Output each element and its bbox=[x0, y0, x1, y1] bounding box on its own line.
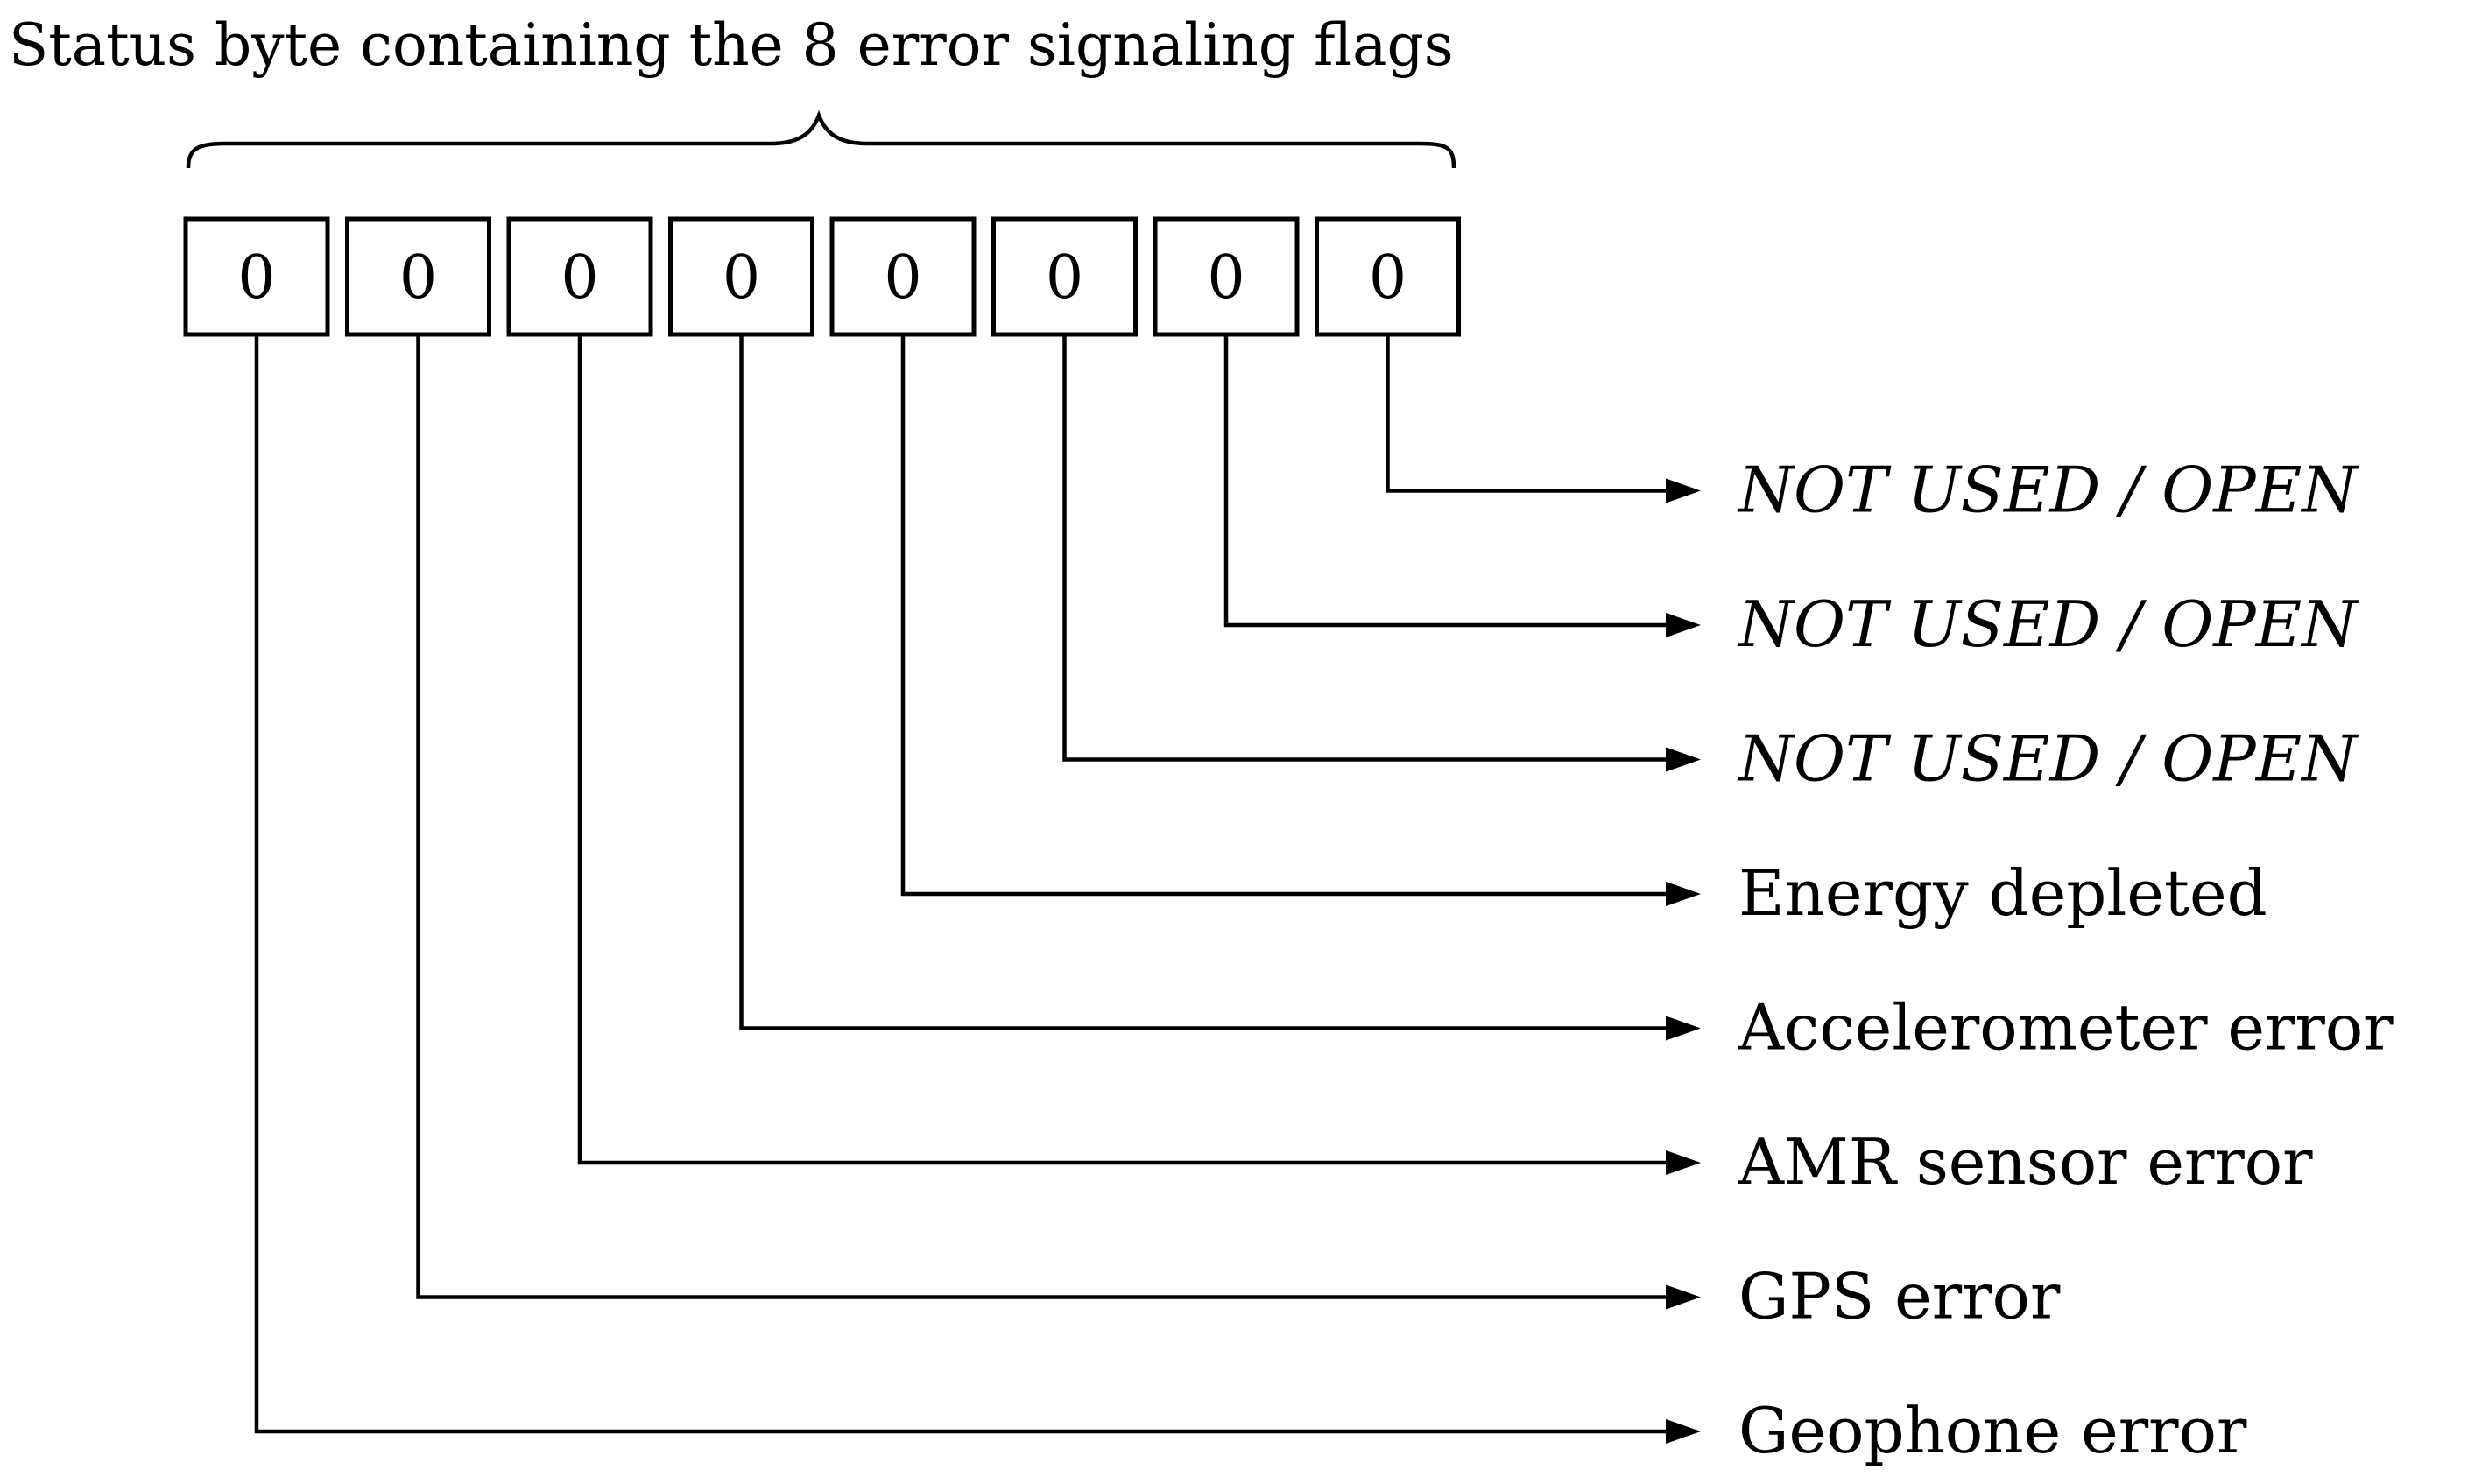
bit-value-5: 0 bbox=[1046, 243, 1083, 313]
arrowhead-3 bbox=[1666, 1016, 1701, 1041]
bit-value-2: 0 bbox=[561, 243, 598, 313]
connector-line-0 bbox=[254, 334, 1669, 1434]
flag-label-1: GPS error bbox=[1738, 1260, 2061, 1333]
brace bbox=[186, 109, 1456, 169]
bit-boxes: 0 0 0 0 0 0 0 0 bbox=[183, 216, 1461, 337]
arrowhead-2 bbox=[1666, 1150, 1701, 1175]
bit-value-6: 0 bbox=[1207, 243, 1245, 313]
bit-value-0: 0 bbox=[237, 243, 275, 313]
arrowhead-4 bbox=[1666, 882, 1701, 906]
connector-line-4 bbox=[900, 334, 1669, 897]
arrowhead-1 bbox=[1666, 1284, 1701, 1310]
connector-lines bbox=[254, 334, 1701, 1444]
flag-label-2: AMR sensor error bbox=[1738, 1125, 2313, 1199]
connector-line-1 bbox=[416, 334, 1669, 1299]
arrowhead-0 bbox=[1666, 1419, 1701, 1444]
bit-box-7 bbox=[1315, 216, 1461, 337]
connector-line-3 bbox=[739, 334, 1669, 1030]
flag-label-4: Energy depleted bbox=[1738, 856, 2267, 930]
bit-value-7: 0 bbox=[1369, 243, 1407, 313]
bit-value-4: 0 bbox=[884, 243, 921, 313]
flag-label-7: NOT USED / OPEN bbox=[1737, 454, 2359, 527]
bit-box-3 bbox=[668, 216, 814, 337]
bit-box-0 bbox=[183, 216, 330, 337]
flag-label-5: NOT USED / OPEN bbox=[1737, 722, 2359, 796]
bit-box-5 bbox=[991, 216, 1138, 337]
flag-labels: Geophone error GPS error AMR sensor error A… bbox=[1737, 454, 2394, 1468]
arrowhead-7 bbox=[1666, 478, 1701, 503]
connector-line-7 bbox=[1386, 334, 1669, 493]
bit-value-3: 0 bbox=[723, 243, 760, 313]
diagram-title: Status byte containing the 8 error signa… bbox=[9, 11, 1454, 79]
arrowhead-6 bbox=[1666, 613, 1701, 637]
arrowhead-5 bbox=[1666, 747, 1701, 772]
flag-label-3: Accelerometer error bbox=[1738, 991, 2394, 1065]
flag-label-6: NOT USED / OPEN bbox=[1737, 587, 2359, 661]
connector-line-2 bbox=[577, 334, 1669, 1165]
flag-label-0: Geophone error bbox=[1738, 1394, 2247, 1467]
bit-value-1: 0 bbox=[399, 243, 437, 313]
connector-line-5 bbox=[1062, 334, 1669, 762]
connector-line-6 bbox=[1223, 334, 1669, 628]
